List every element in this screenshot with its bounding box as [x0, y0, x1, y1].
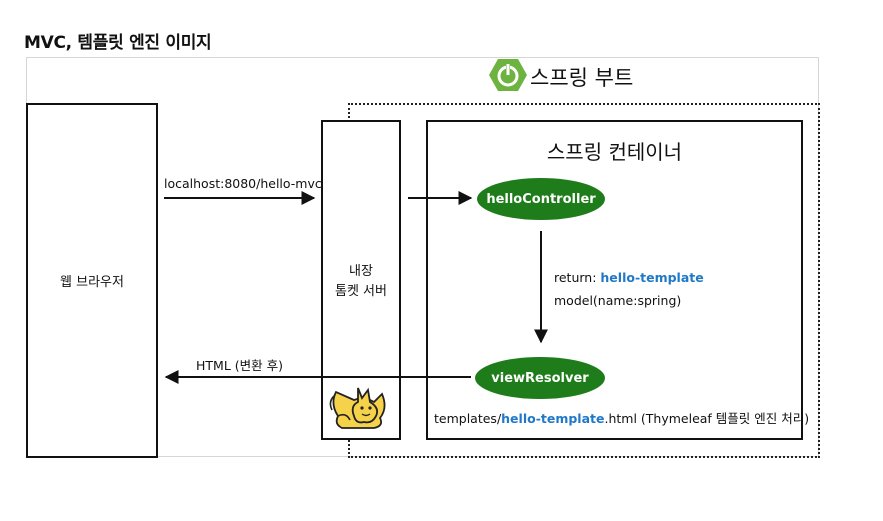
- template-path-text: templates/hello-template.html (Thymeleaf…: [434, 408, 809, 427]
- controller-model-text: model(name:spring): [554, 293, 682, 308]
- tomcat-cat-icon: [329, 387, 386, 429]
- view-resolver-node: viewResolver: [475, 357, 605, 399]
- response-label: HTML (변환 후): [196, 358, 283, 373]
- spring-power-icon: [489, 59, 527, 91]
- page-title: MVC, 템플릿 엔진 이미지: [24, 33, 212, 53]
- web-browser-box: 웹 브라우저: [26, 103, 158, 458]
- tomcat-server-label: 내장 톰켓 서버: [321, 262, 401, 302]
- template-path-suffix: .html (Thymeleaf 템플릿 엔진 처리): [604, 411, 810, 426]
- return-template-name: hello-template: [600, 270, 704, 285]
- return-prefix: return:: [554, 270, 601, 285]
- spring-container-label: 스프링 컨테이너: [546, 140, 683, 164]
- hello-controller-node: helloController: [477, 178, 605, 220]
- template-path-name: hello-template: [501, 411, 605, 426]
- spring-boot-label: 스프링 부트: [530, 66, 634, 90]
- server-label-line2: 톰켓 서버: [335, 284, 387, 299]
- server-label-line1: 내장: [349, 264, 373, 279]
- web-browser-label: 웹 브라우저: [60, 275, 124, 290]
- request-url-label: localhost:8080/hello-mvc: [164, 176, 322, 191]
- tomcat-server-box: [321, 120, 401, 440]
- template-path-prefix: templates/: [434, 411, 502, 426]
- controller-return-text: return: hello-template: [554, 270, 704, 285]
